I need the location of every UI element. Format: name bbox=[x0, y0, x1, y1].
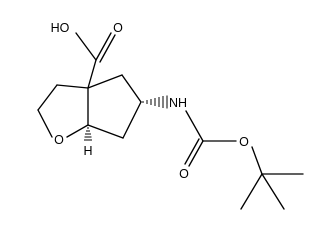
bond-c3a-c3 bbox=[56, 84, 89, 89]
bond-tbu-me1 bbox=[240, 173, 263, 210]
bond-carbamate-co-1 bbox=[188, 140, 204, 167]
bond-c6-c6a bbox=[87, 124, 124, 139]
bond-c3a-carboxyl bbox=[87, 59, 97, 89]
bond-o1-c6a bbox=[66, 124, 89, 138]
bond-nh-carbamate-c bbox=[185, 110, 204, 142]
bond-c2-o1 bbox=[37, 109, 53, 138]
bond-carboxyl-co-1 bbox=[95, 32, 112, 61]
stereo-hash-bond-c6a-h bbox=[84, 127, 92, 141]
bond-o-tbu-c bbox=[251, 146, 263, 175]
bond-c4-c5 bbox=[121, 74, 142, 103]
atom-label-amide-nitrogen: NH bbox=[169, 96, 187, 110]
bond-carboxyl-co-2 bbox=[99, 34, 116, 63]
atom-label-carbonyl-oxygen: O bbox=[113, 21, 123, 35]
atom-label-carbamate-carbonyl-oxygen: O bbox=[179, 167, 189, 181]
bond-c5-c6 bbox=[122, 101, 142, 139]
molecule-structure: HO O O H NH O O bbox=[37, 21, 304, 210]
atom-label-fusion-hydrogen: H bbox=[83, 144, 92, 158]
stereo-hash-bond-c5-nh bbox=[142, 95, 168, 109]
bond-carboxyl-oh bbox=[75, 32, 97, 61]
atom-label-ester-oxygen: O bbox=[239, 135, 249, 149]
bond-tbu-me2 bbox=[261, 173, 285, 210]
atom-label-ring-oxygen: O bbox=[54, 133, 64, 147]
bond-c3-c2 bbox=[37, 84, 58, 111]
bond-c3a-c4 bbox=[87, 74, 123, 89]
atom-label-hydroxyl: HO bbox=[51, 21, 70, 35]
bond-carbamate-co-2 bbox=[184, 138, 200, 165]
